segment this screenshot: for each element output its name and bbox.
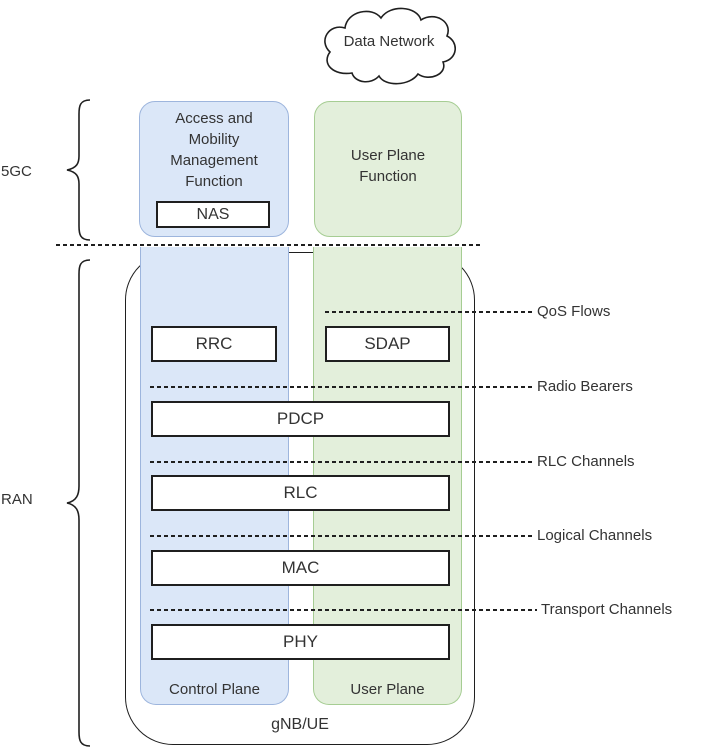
core-ran-separator-line — [56, 244, 480, 246]
rrc-box: RRC — [151, 326, 277, 362]
user-plane-label: User Plane — [350, 681, 425, 698]
transport-channels-line — [150, 609, 537, 611]
rlc-box: RLC — [151, 475, 450, 511]
region-label-ran: RAN — [1, 491, 33, 508]
logical-channels-label: Logical Channels — [537, 527, 653, 544]
upf-box: User Plane Function — [314, 101, 462, 237]
qos-flows-line — [325, 311, 533, 313]
radio-bearers-line — [150, 386, 533, 388]
amf-box: Access and Mobility Management Function … — [139, 101, 289, 237]
nas-box: NAS — [156, 201, 270, 228]
rlc-channels-label: RLC Channels — [537, 453, 635, 470]
control-plane-label: Control Plane — [169, 681, 260, 698]
region-label-5gc: 5GC — [1, 163, 32, 180]
qos-flows-label: QoS Flows — [537, 303, 611, 320]
phy-box: PHY — [151, 624, 450, 660]
upf-title: User Plane Function — [350, 147, 426, 185]
amf-title: Access and Mobility Management Function — [170, 110, 258, 190]
data-network-label: Data Network — [343, 33, 435, 50]
data-network-cloud-icon — [324, 7, 456, 85]
transport-channels-label: Transport Channels — [541, 601, 673, 618]
5gc-brace — [66, 99, 91, 241]
rlc-channels-line — [150, 461, 533, 463]
sdap-box: SDAP — [325, 326, 450, 362]
ran-brace — [66, 259, 91, 747]
radio-bearers-label: Radio Bearers — [537, 378, 633, 395]
gnb-ue-container — [125, 252, 475, 745]
gnb-ue-label: gNB/UE — [271, 716, 329, 733]
mac-box: MAC — [151, 550, 450, 586]
logical-channels-line — [150, 535, 533, 537]
pdcp-box: PDCP — [151, 401, 450, 437]
